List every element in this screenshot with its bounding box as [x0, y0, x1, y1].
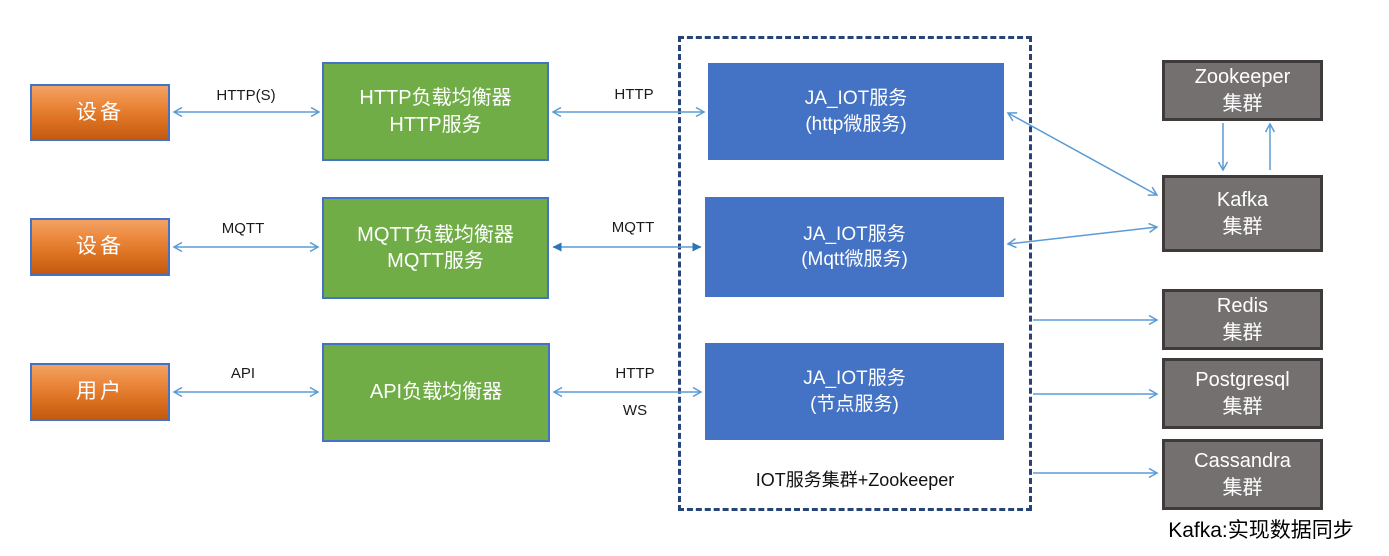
node-kafka-cluster: Kafka 集群 [1162, 175, 1323, 252]
node-redis-cluster: Redis 集群 [1162, 289, 1323, 350]
kafka-footnote: Kafka:实现数据同步 [1168, 519, 1354, 542]
edge-label-https: HTTP(S) [216, 87, 276, 104]
iot-http-service-line1: JA_IOT服务 [804, 88, 908, 110]
kafka-sub: 集群 [1222, 215, 1263, 238]
iot-node-service-line1: JA_IOT服务 [803, 368, 906, 390]
edge-label-ws: WS [622, 402, 648, 419]
iot-cluster-container [678, 36, 1032, 511]
mqtt-lb-line1: MQTT负载均衡器 [357, 223, 514, 246]
zookeeper-name: Zookeeper [1194, 66, 1291, 89]
edge-label-api: API [230, 365, 256, 382]
node-iot-http-service: JA_IOT服务 (http微服务) [708, 63, 1004, 160]
postgresql-name: Postgresql [1195, 369, 1290, 392]
node-device-2-label: 设备 [76, 235, 124, 259]
edge-label-mqtt-right: MQTT [611, 219, 655, 236]
node-user: 用户 [30, 363, 170, 421]
iot-node-service-line2: (节点服务) [810, 393, 899, 415]
edge-label-http-row3: HTTP [615, 365, 655, 382]
node-user-label: 用户 [76, 380, 124, 404]
postgresql-sub: 集群 [1222, 395, 1263, 418]
node-zookeeper-cluster: Zookeeper 集群 [1162, 60, 1323, 121]
node-device-2: 设备 [30, 218, 170, 276]
redis-sub: 集群 [1222, 321, 1263, 344]
iot-mqtt-service-line2: (Mqtt微服务) [801, 249, 908, 270]
cluster-caption: IOT服务集群+Zookeeper [755, 470, 955, 490]
cassandra-sub: 集群 [1222, 476, 1263, 499]
edge-label-http-row1: HTTP [614, 86, 654, 103]
http-lb-line1: HTTP负载均衡器 [359, 87, 512, 110]
node-iot-mqtt-service: JA_IOT服务 (Mqtt微服务) [705, 197, 1004, 297]
node-iot-node-service: JA_IOT服务 (节点服务) [705, 343, 1004, 440]
cassandra-name: Cassandra [1194, 450, 1291, 473]
iot-http-service-line2: (http微服务) [805, 113, 907, 135]
api-lb-line1: API负载均衡器 [369, 381, 503, 404]
node-api-load-balancer: API负载均衡器 [322, 343, 550, 442]
redis-name: Redis [1216, 295, 1269, 318]
node-mqtt-load-balancer: MQTT负载均衡器 MQTT服务 [322, 197, 549, 299]
node-http-load-balancer: HTTP负载均衡器 HTTP服务 [322, 62, 549, 161]
mqtt-lb-line2: MQTT服务 [387, 250, 484, 272]
iot-mqtt-service-line1: JA_IOT服务 [803, 223, 906, 245]
http-lb-line2: HTTP服务 [389, 113, 482, 136]
zookeeper-sub: 集群 [1222, 92, 1263, 115]
node-device-1-label: 设备 [76, 100, 124, 124]
node-cassandra-cluster: Cassandra 集群 [1162, 439, 1323, 510]
edge-label-mqtt-left: MQTT [221, 220, 265, 237]
kafka-name: Kafka [1216, 189, 1269, 212]
node-postgresql-cluster: Postgresql 集群 [1162, 358, 1323, 429]
node-device-1: 设备 [30, 84, 170, 141]
